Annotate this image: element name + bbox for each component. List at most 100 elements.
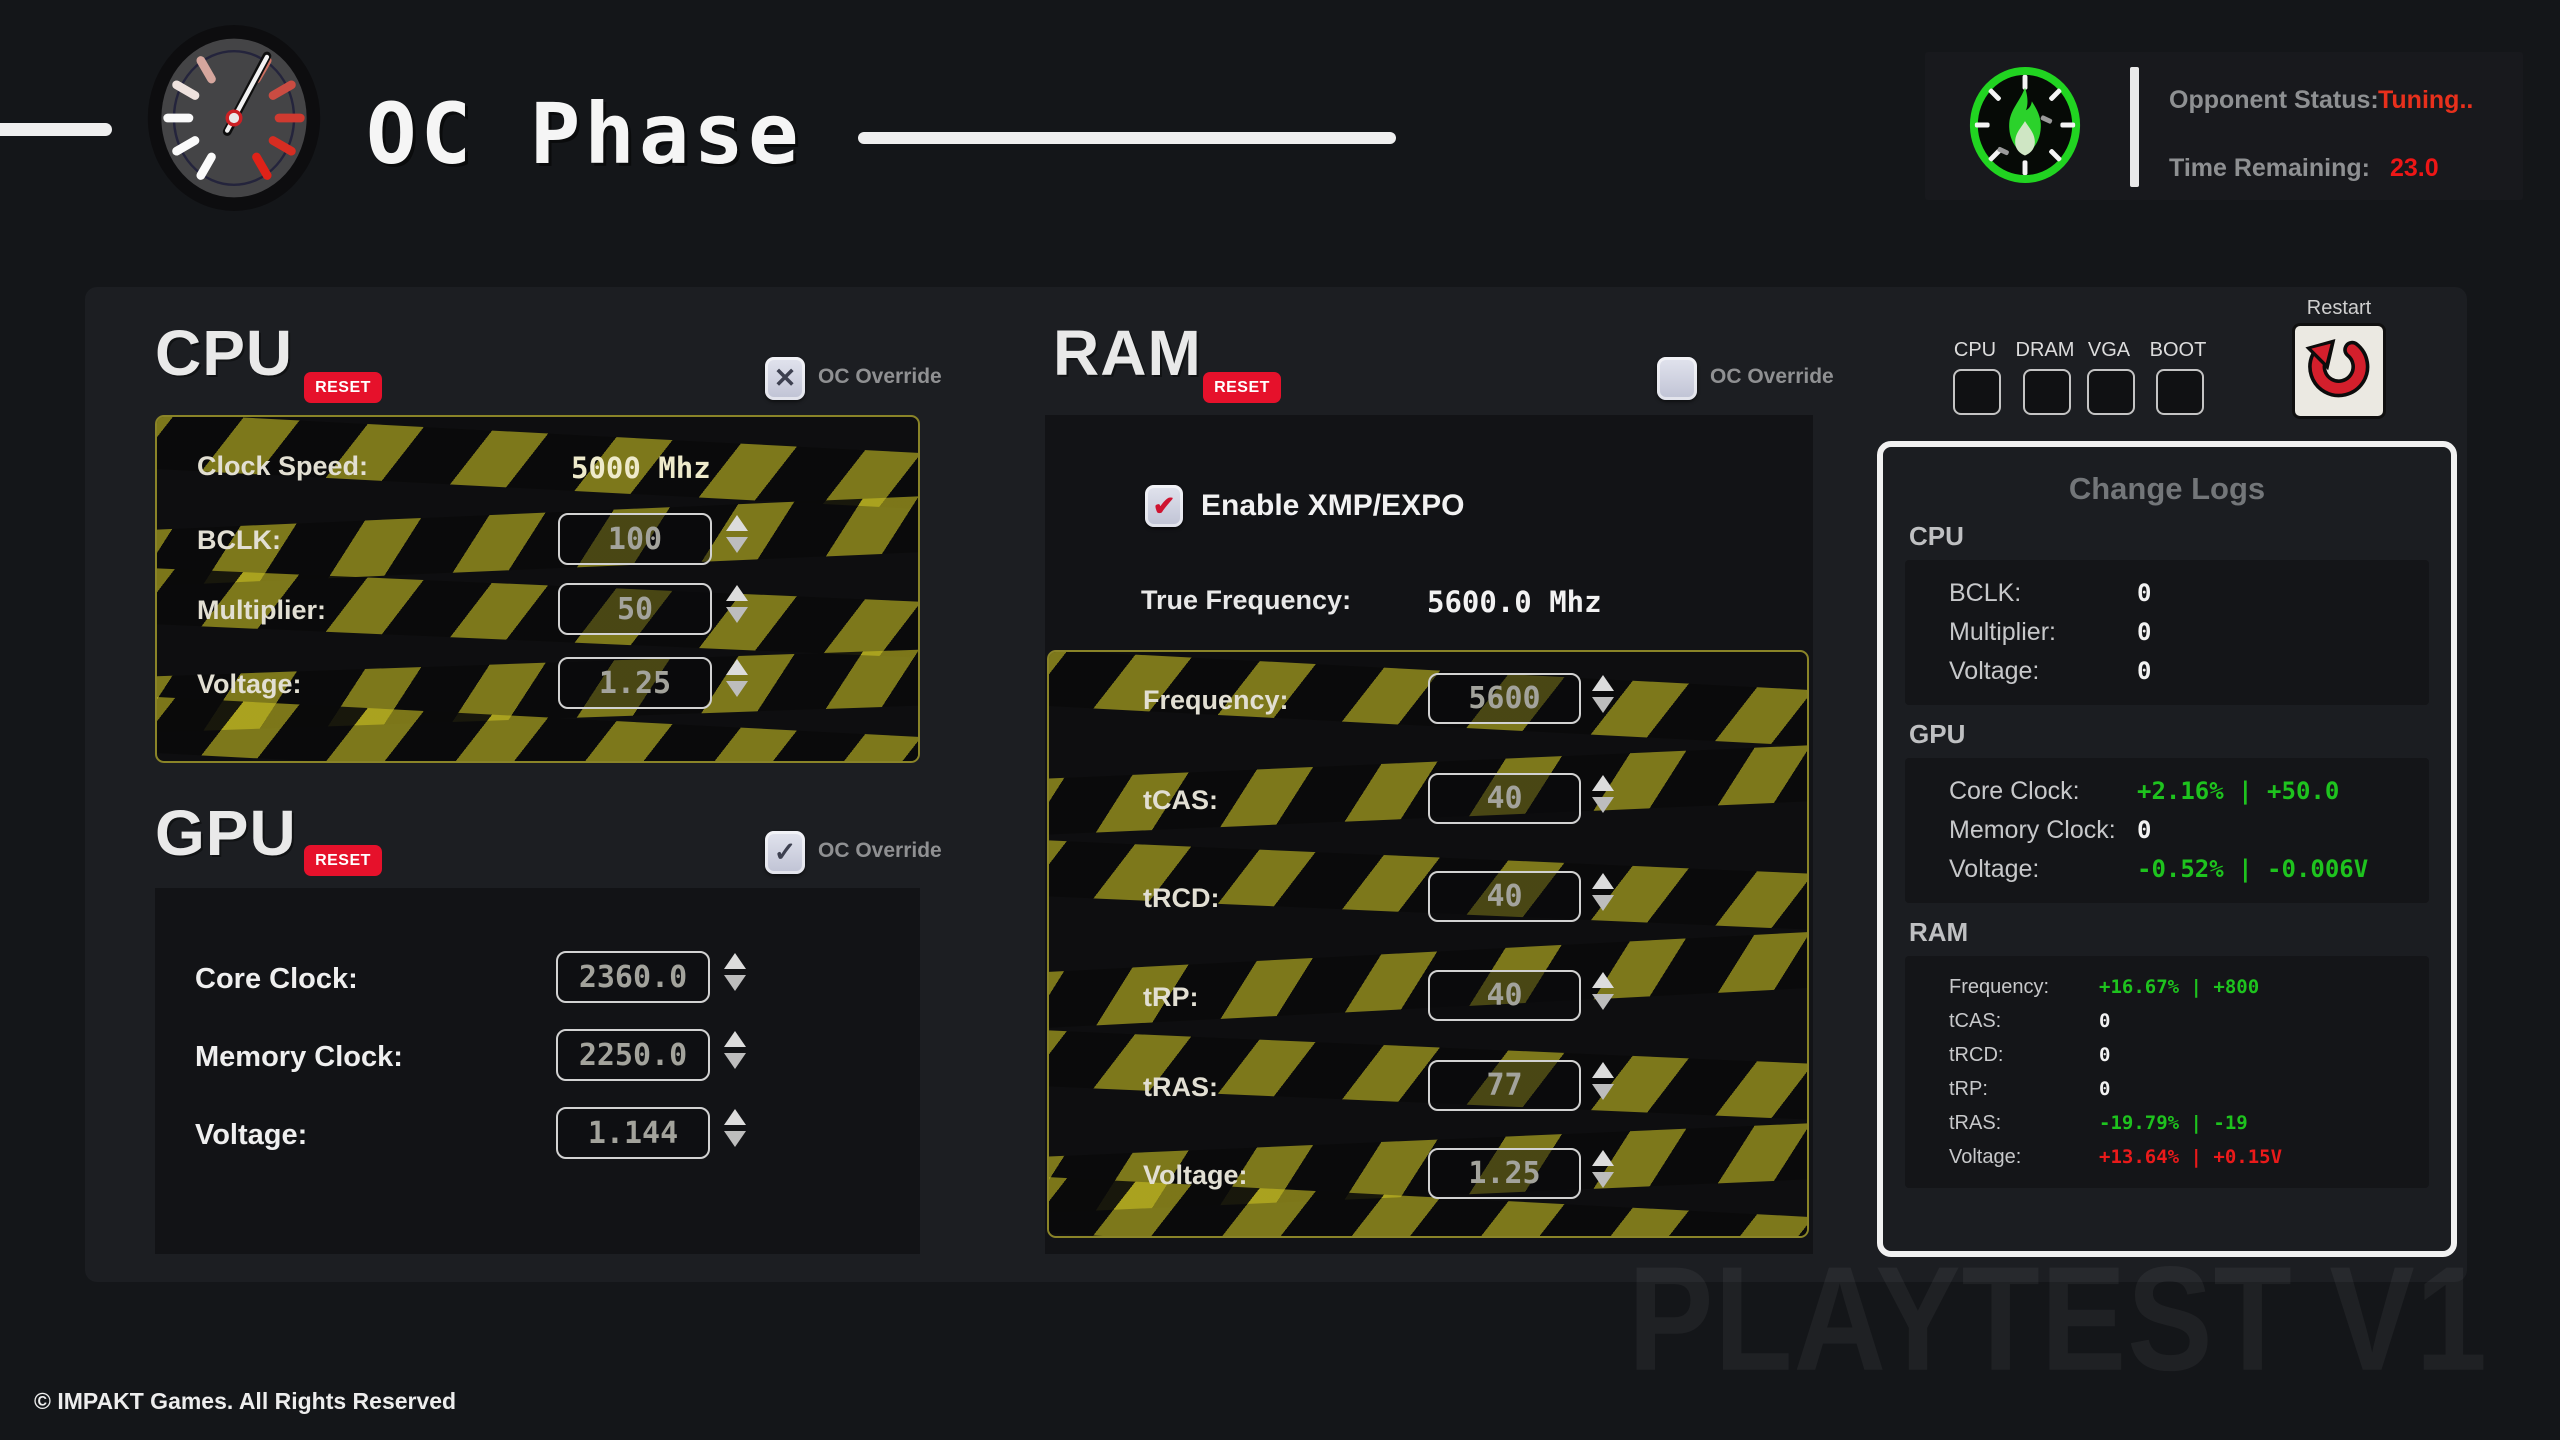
cpu-multiplier-input[interactable]: 50 (558, 583, 712, 635)
log-value: +2.16% | +50.0 (2137, 777, 2340, 805)
restart-label: Restart (2306, 297, 2372, 319)
opponent-status-value: Tuning.. (2378, 86, 2474, 114)
ram-reset-button[interactable]: RESET (1203, 372, 1281, 403)
ram-frequency-input[interactable]: 5600 (1428, 673, 1581, 724)
log-value: -0.52% | -0.006V (2137, 855, 2369, 883)
led-checkbox-cpu[interactable] (1953, 369, 2001, 415)
restart-button[interactable] (2292, 323, 2386, 419)
ram-voltage-stepper (1590, 1150, 1616, 1188)
spin-down-icon[interactable] (726, 681, 748, 697)
gpu-oc-override-label: OC Override (818, 839, 942, 862)
gpu-memory-clock-stepper (722, 1031, 748, 1069)
spin-down-icon[interactable] (1592, 697, 1614, 713)
log-row: tCAS: 0 (1949, 1004, 2419, 1038)
spin-down-icon[interactable] (1592, 1172, 1614, 1188)
ram-tras-input[interactable]: 77 (1428, 1060, 1581, 1111)
cpu-clock-speed-label: Clock Speed: (197, 451, 369, 481)
cpu-oc-override-label: OC Override (818, 365, 942, 388)
ram-tcas-input[interactable]: 40 (1428, 773, 1581, 824)
log-value: 0 (2137, 579, 2152, 607)
ram-trp-input[interactable]: 40 (1428, 970, 1581, 1021)
copyright-text: © IMPAKT Games. All Rights Reserved (34, 1388, 457, 1414)
cpu-oc-override-checkbox[interactable]: ✕ (765, 357, 805, 400)
cpu-bclk-input[interactable]: 100 (558, 513, 712, 565)
spin-up-icon[interactable] (1592, 675, 1614, 691)
led-checkbox-dram[interactable] (2023, 369, 2071, 415)
opponent-status-box: Opponent Status: Tuning.. Time Remaining… (1925, 52, 2523, 200)
spin-up-icon[interactable] (724, 953, 746, 969)
log-row: tRP:0 (1949, 1072, 2419, 1106)
change-logs-gpu-section: Core Clock:+2.16% | +50.0 Memory Clock:0… (1905, 758, 2429, 903)
log-label: Voltage: (1949, 855, 2040, 883)
ram-trcd-input[interactable]: 40 (1428, 871, 1581, 922)
check-icon: ✓ (773, 837, 797, 867)
header-rule-left (0, 123, 112, 136)
log-value: 0 (2099, 1044, 2111, 1066)
ram-trcd-label: tRCD: (1143, 883, 1220, 913)
log-label: tCAS: (1949, 1010, 2002, 1032)
gpu-oc-override-checkbox[interactable]: ✓ (765, 831, 805, 874)
spin-up-icon[interactable] (1592, 1062, 1614, 1078)
spin-up-icon[interactable] (1592, 972, 1614, 988)
header-rule-right (858, 132, 1396, 144)
cpu-bclk-stepper (724, 515, 750, 553)
spin-down-icon[interactable] (726, 607, 748, 623)
spin-down-icon[interactable] (1592, 895, 1614, 911)
cpu-settings-fieldset: Clock Speed: 5000 Mhz BCLK: 100 Multipli… (155, 415, 920, 763)
led-checkbox-vga[interactable] (2087, 369, 2135, 415)
log-row: Voltage:0 (1949, 652, 2419, 691)
ram-tras-stepper (1590, 1062, 1616, 1100)
spin-down-icon[interactable] (1592, 994, 1614, 1010)
spin-down-icon[interactable] (726, 537, 748, 553)
spin-up-icon[interactable] (724, 1109, 746, 1125)
spin-down-icon[interactable] (1592, 1084, 1614, 1100)
led-label-dram: DRAM (2015, 339, 2075, 361)
opponent-status-label: Opponent Status: (2169, 86, 2379, 114)
spin-up-icon[interactable] (1592, 775, 1614, 791)
ram-frequency-label: Frequency: (1143, 685, 1289, 715)
cpu-voltage-label: Voltage: (197, 669, 302, 699)
spin-down-icon[interactable] (724, 1053, 746, 1069)
xmp-expo-checkbox[interactable]: ✔ (1145, 485, 1183, 527)
log-label: BCLK: (1949, 579, 2022, 607)
ram-oc-override-checkbox[interactable] (1657, 357, 1697, 400)
log-row: tRAS:-19.79% | -19 (1949, 1106, 2419, 1140)
cpu-bclk-label: BCLK: (197, 525, 281, 555)
cpu-heading: CPU (155, 317, 294, 389)
log-value: 0 (2099, 1010, 2111, 1032)
gpu-voltage-input[interactable]: 1.144 (556, 1107, 710, 1159)
led-checkbox-boot[interactable] (2156, 369, 2204, 415)
spin-up-icon[interactable] (1592, 873, 1614, 889)
time-remaining-label: Time Remaining: (2169, 154, 2370, 182)
spin-up-icon[interactable] (726, 659, 748, 675)
log-label: tRAS: (1949, 1112, 2002, 1134)
spin-down-icon[interactable] (724, 975, 746, 991)
log-row: Multiplier:0 (1949, 613, 2419, 652)
log-row: Frequency:+16.67% | +800 (1949, 970, 2419, 1004)
spin-down-icon[interactable] (724, 1131, 746, 1147)
log-row: Voltage:+13.64% | +0.15V (1949, 1140, 2419, 1174)
log-label: Memory Clock: (1949, 816, 2116, 844)
cpu-multiplier-stepper (724, 585, 750, 623)
gpu-core-clock-input[interactable]: 2360.0 (556, 951, 710, 1003)
gpu-heading: GPU (155, 797, 297, 869)
log-label: Multiplier: (1949, 618, 2056, 646)
cpu-voltage-input[interactable]: 1.25 (558, 657, 712, 709)
log-row: BCLK: 0 (1949, 574, 2419, 613)
spin-up-icon[interactable] (724, 1031, 746, 1047)
page-title: OC Phase (366, 85, 803, 183)
spin-up-icon[interactable] (726, 585, 748, 601)
ram-tcas-label: tCAS: (1143, 785, 1218, 815)
gpu-memory-clock-input[interactable]: 2250.0 (556, 1029, 710, 1081)
change-logs-gpu-header: GPU (1909, 719, 1966, 749)
spin-up-icon[interactable] (726, 515, 748, 531)
log-label: tRCD: (1949, 1044, 2004, 1066)
ram-voltage-input[interactable]: 1.25 (1428, 1148, 1581, 1199)
log-value: +13.64% | +0.15V (2099, 1146, 2283, 1168)
gpu-reset-button[interactable]: RESET (304, 845, 382, 876)
spin-down-icon[interactable] (1592, 797, 1614, 813)
cpu-reset-button[interactable]: RESET (304, 372, 382, 403)
ram-voltage-label: Voltage: (1143, 1160, 1248, 1190)
spin-up-icon[interactable] (1592, 1150, 1614, 1166)
